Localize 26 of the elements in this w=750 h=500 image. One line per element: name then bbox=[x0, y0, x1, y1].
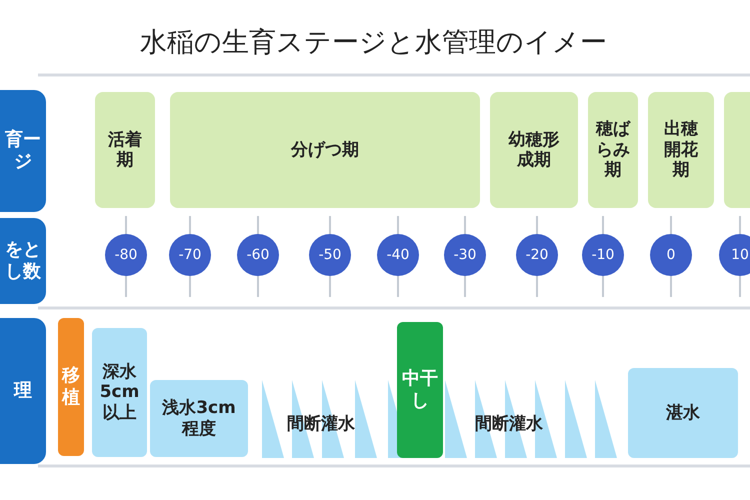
day-circle: 10 bbox=[719, 234, 750, 276]
stage-box: 出穂開花期 bbox=[648, 92, 714, 208]
water-box: 浅水3cm程度 bbox=[150, 380, 248, 457]
row-header: 理 bbox=[0, 318, 46, 464]
water-box: 湛水 bbox=[628, 368, 738, 458]
diagram-title: 水稲の生育ステージと水管理のイメー bbox=[140, 26, 607, 60]
stage-box: 活着期 bbox=[95, 92, 155, 208]
row-header: をとし数 bbox=[0, 218, 46, 304]
day-circle: -70 bbox=[169, 234, 211, 276]
water-box: 深水5cm以上 bbox=[92, 328, 147, 457]
day-circle: -40 bbox=[377, 234, 419, 276]
day-circle: -80 bbox=[105, 234, 147, 276]
day-circle: -60 bbox=[237, 234, 279, 276]
day-circle: -10 bbox=[582, 234, 624, 276]
stage-box: 幼穂形成期 bbox=[490, 92, 578, 208]
irrigation-label: 間断灌水 bbox=[475, 413, 543, 435]
water-box: 中干し bbox=[397, 322, 443, 458]
day-circle: -20 bbox=[516, 234, 558, 276]
water-box: 移植 bbox=[58, 318, 84, 456]
day-circle: -50 bbox=[309, 234, 351, 276]
stage-box: 分げつ期 bbox=[170, 92, 480, 208]
day-circle: 0 bbox=[650, 234, 692, 276]
irrigation-label: 間断灌水 bbox=[287, 413, 355, 435]
stage-box: 穂ばらみ期 bbox=[588, 92, 638, 208]
day-circle: -30 bbox=[444, 234, 486, 276]
row-header: 育ージ bbox=[0, 90, 46, 212]
